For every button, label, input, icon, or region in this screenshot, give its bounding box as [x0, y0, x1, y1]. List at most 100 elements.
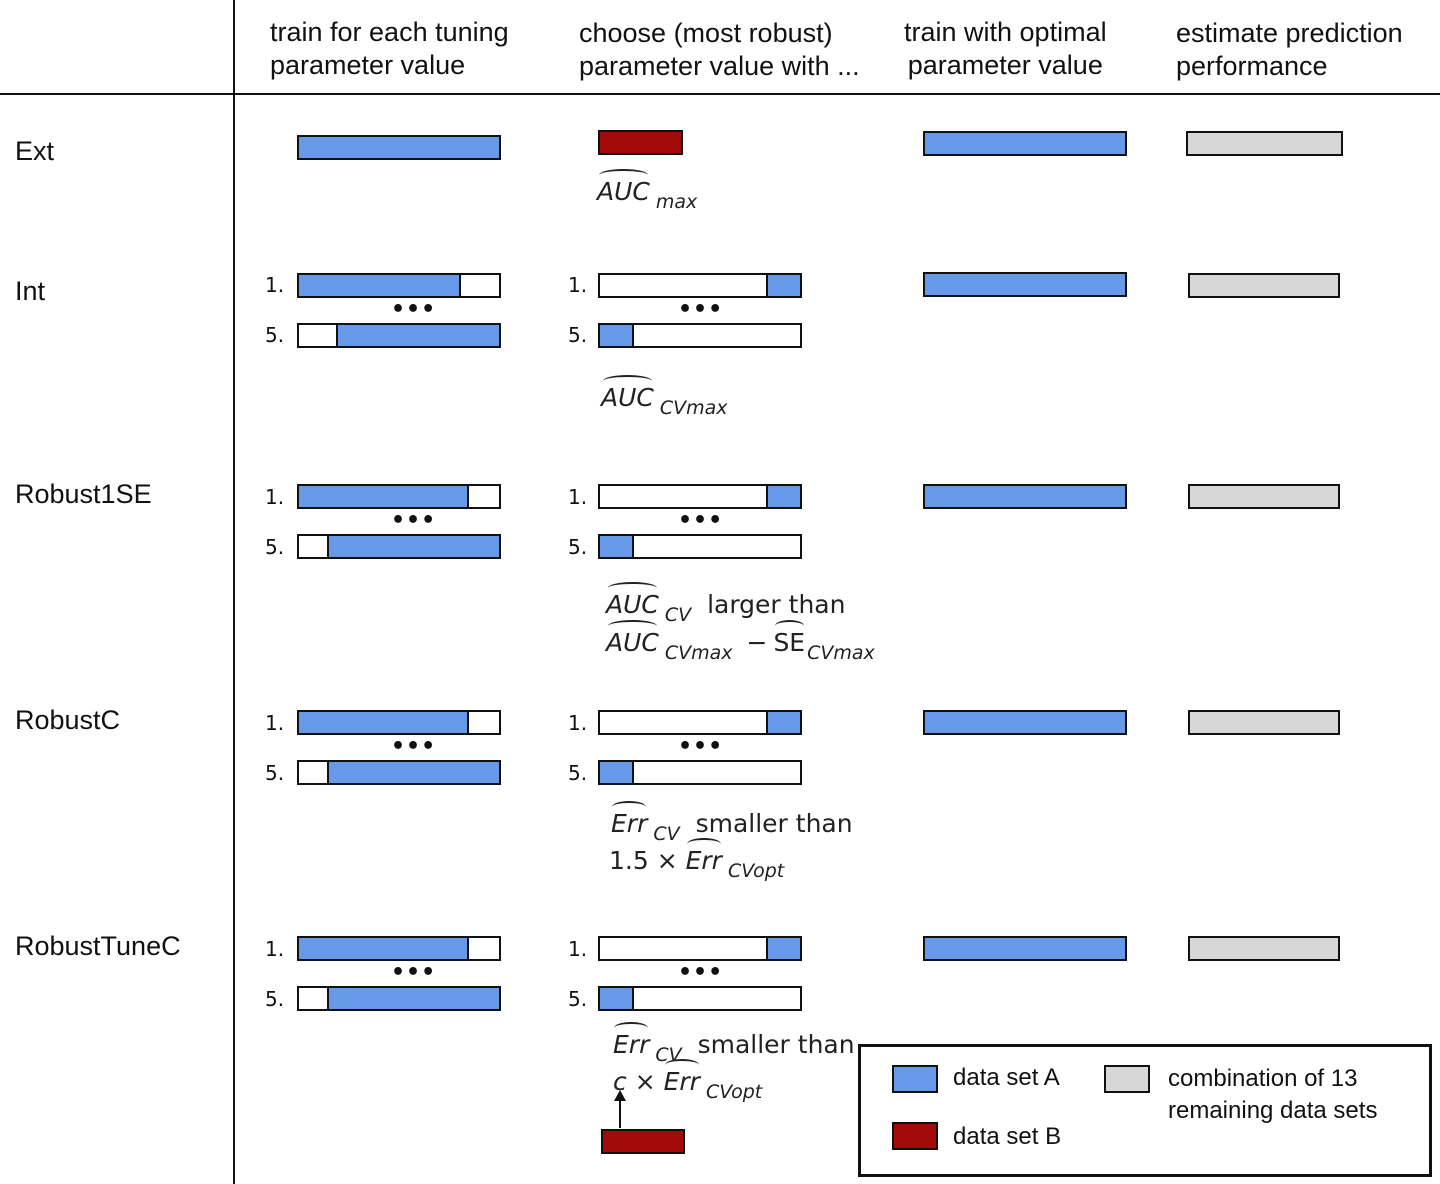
r1se-choose-fold-1-label: 1. — [568, 485, 588, 509]
ext-train-bar — [297, 135, 501, 160]
header-train-each: train for each tuning parameter value — [270, 16, 509, 82]
rtc-optimal-bar — [923, 936, 1127, 961]
legend-label-data-set-b: data set B — [953, 1123, 1062, 1150]
rtc-estimate-bar — [1188, 936, 1340, 961]
rtc-choose-fold-1-label: 1. — [568, 937, 588, 961]
r1se-formula-sub-cv: CV — [664, 604, 692, 626]
row-label-ext: Ext — [15, 136, 55, 166]
rtc-train-ellipsis: ••• — [391, 960, 437, 985]
legend-swatch-data-set-a — [892, 1065, 938, 1093]
legend-label-data-set-a: data set A — [953, 1064, 1060, 1091]
r1se-choose-fold-5-fill — [600, 536, 634, 557]
int-formula-sub: CVmax — [659, 397, 728, 419]
int-train-fold-5-fill — [336, 325, 499, 346]
rtc-fold-1-label: 1. — [265, 937, 285, 961]
r1se-choose-ellipsis: ••• — [678, 508, 724, 533]
rtc-formula-smaller: smaller than — [697, 1030, 855, 1059]
legend-label-combination-line1: combination of 13 — [1168, 1065, 1358, 1092]
header-train-each-line2: parameter value — [270, 50, 466, 80]
row-label-robustc: RobustC — [15, 705, 121, 735]
int-choose-fold-1-label: 1. — [568, 273, 588, 297]
int-choose-fold-5-label: 5. — [568, 323, 588, 347]
rtc-formula-err: Err — [613, 1022, 650, 1059]
r1se-formula-se: SE — [773, 620, 806, 657]
int-train-ellipsis: ••• — [391, 297, 437, 322]
header-choose-line1: choose (most robust) — [579, 18, 833, 48]
int-estimate-bar — [1188, 273, 1340, 298]
ext-choose-bar — [598, 130, 683, 155]
rc-choose-fold-1-fill — [766, 712, 800, 733]
column-divider — [233, 0, 235, 1184]
ext-estimate-bar — [1186, 131, 1343, 156]
rc-choose-fold-5 — [598, 760, 802, 785]
r1se-choose-fold-5 — [598, 534, 802, 559]
header-estimate-line1: estimate prediction — [1176, 18, 1403, 48]
legend: data set A data set B combination of 13 … — [858, 1044, 1432, 1177]
rtc-fold-5-label: 5. — [265, 987, 285, 1011]
rtc-choose-fold-1-fill — [766, 938, 800, 959]
rtc-choose-ellipsis: ••• — [678, 960, 724, 985]
header-train-optimal: train with optimal parameter value — [904, 16, 1107, 82]
r1se-fold-1-label: 1. — [265, 485, 285, 509]
rtc-train-fold-5-fill — [327, 988, 499, 1009]
rc-optimal-bar — [923, 710, 1127, 735]
int-choose-fold-5-fill — [600, 325, 634, 346]
rc-choose-fold-1 — [598, 710, 802, 735]
r1se-choose-fold-1 — [598, 484, 802, 509]
rc-choose-fold-5-label: 5. — [568, 761, 588, 785]
row-label-int: Int — [15, 276, 46, 306]
legend-swatch-data-set-b — [892, 1122, 938, 1150]
header-choose: choose (most robust) parameter value wit… — [579, 17, 860, 83]
int-formula-auc: AUC — [601, 375, 654, 412]
int-fold-5-label: 5. — [265, 323, 285, 347]
rc-choose-ellipsis: ••• — [678, 734, 724, 759]
r1se-fold-5-label: 5. — [265, 535, 285, 559]
header-divider — [0, 93, 1440, 95]
rc-choose-fold-5-fill — [600, 762, 634, 783]
r1se-train-fold-5-fill — [327, 536, 499, 557]
rc-formula-sub-cvopt: CVopt — [727, 860, 785, 882]
r1se-formula-larger: larger than — [707, 590, 846, 619]
row-label-robust1se: Robust1SE — [15, 479, 152, 509]
int-train-fold-1-fill — [299, 275, 461, 296]
rc-formula-err2: Err — [685, 838, 722, 875]
ext-optimal-bar — [923, 131, 1127, 156]
r1se-train-fold-5 — [297, 534, 501, 559]
r1se-formula-sub-cvmax2: CVmax — [807, 642, 875, 664]
row-label-robusttunec: RobustTuneC — [15, 931, 181, 961]
r1se-train-fold-1-fill — [299, 486, 469, 507]
int-train-fold-1 — [297, 273, 501, 298]
int-optimal-bar — [923, 272, 1127, 297]
rc-fold-5-label: 5. — [265, 761, 285, 785]
header-estimate-line2: performance — [1176, 51, 1328, 81]
rc-formula-factor: 1.5 × — [609, 846, 678, 875]
rtc-choose-fold-5 — [598, 986, 802, 1011]
r1se-train-fold-1 — [297, 484, 501, 509]
int-fold-1-label: 1. — [265, 273, 285, 297]
rc-estimate-bar — [1188, 710, 1340, 735]
header-train-optimal-line2: parameter value — [907, 50, 1103, 80]
r1se-optimal-bar — [923, 484, 1127, 509]
int-train-fold-5 — [297, 323, 501, 348]
r1se-estimate-bar — [1188, 484, 1340, 509]
header-train-optimal-line1: train with optimal — [904, 17, 1107, 47]
int-choose-fold-1-fill — [766, 275, 800, 296]
legend-label-combination-line2: remaining data sets — [1168, 1097, 1378, 1124]
header-estimate: estimate prediction performance — [1176, 17, 1403, 83]
rc-train-ellipsis: ••• — [391, 734, 437, 759]
rc-formula-sub-cv: CV — [653, 823, 680, 845]
rc-formula-err: Err — [611, 801, 648, 838]
rtc-train-fold-5 — [297, 986, 501, 1011]
r1se-formula-auc2: AUC — [606, 620, 659, 657]
int-choose-fold-5 — [598, 323, 802, 348]
rc-train-fold-1 — [297, 710, 501, 735]
r1se-formula-minus: − — [746, 628, 768, 657]
rtc-choose-fold-5-fill — [600, 988, 634, 1009]
